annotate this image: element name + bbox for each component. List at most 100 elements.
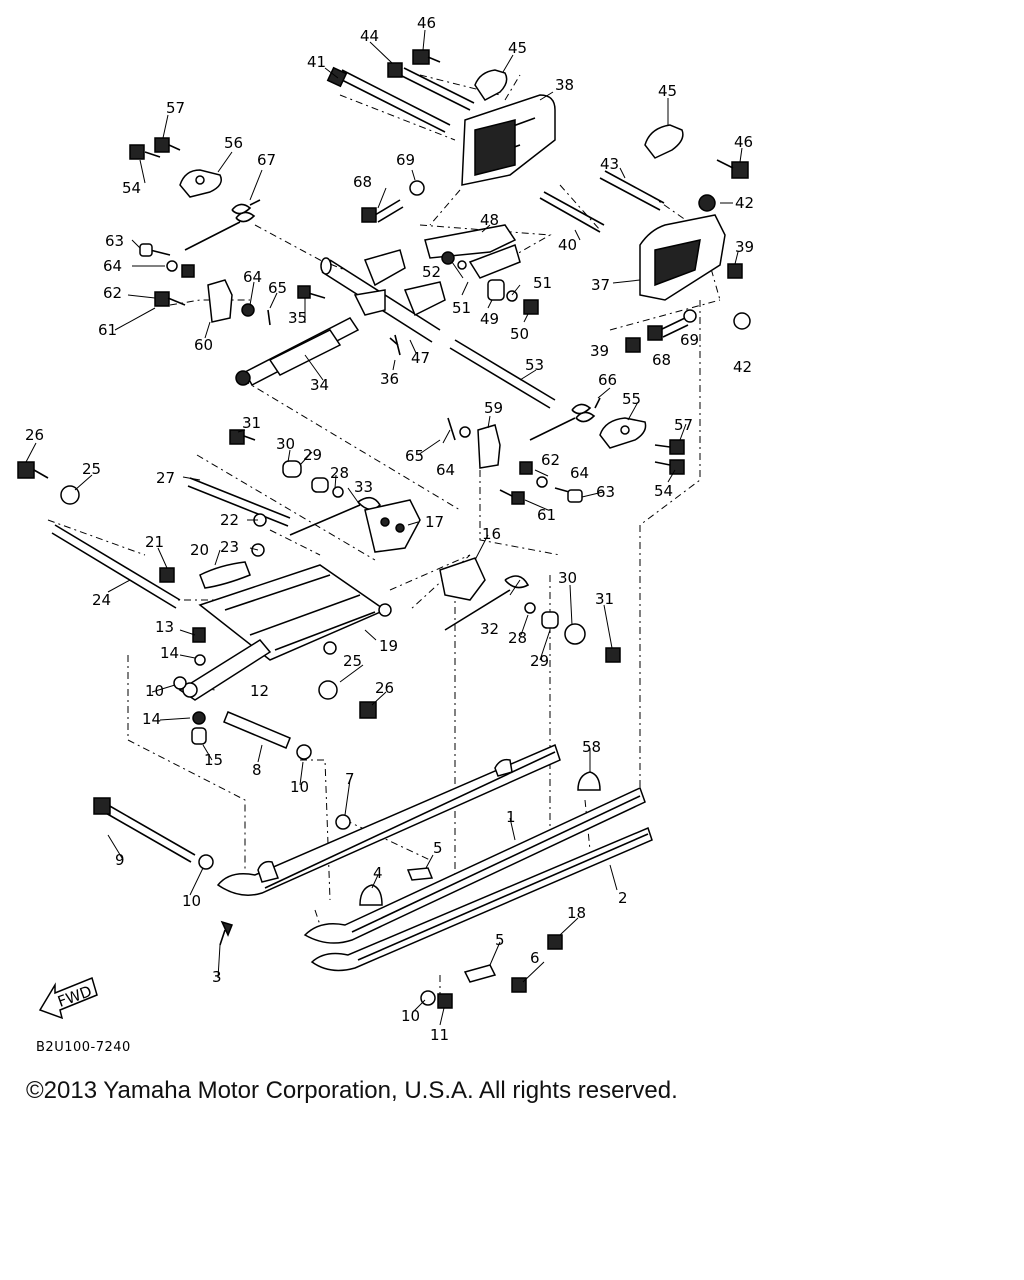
part-label: 62: [103, 284, 122, 302]
part-label: 46: [417, 14, 436, 32]
parts-diagram: FWD 46 44 45 41 38 45 57 46 56 67 69 43 …: [17, 14, 754, 1040]
part-label: 7: [345, 770, 355, 788]
part-label: 68: [652, 351, 671, 369]
part-label: 32: [480, 620, 499, 638]
bumper-4: [359, 884, 383, 906]
part-label: 5: [495, 931, 505, 949]
part-label: 68: [353, 173, 372, 191]
part-label: 57: [166, 99, 185, 117]
part-labels: 46 44 45 41 38 45 57 46 56 67 69 43 54 6…: [25, 14, 754, 1040]
bracket-59: [477, 424, 501, 469]
part-label: 33: [354, 478, 373, 496]
part-label: 19: [379, 637, 398, 655]
part-label: 27: [156, 469, 175, 487]
part-label: 50: [510, 325, 529, 343]
part-label: 23: [220, 538, 239, 556]
cap-45: [474, 69, 508, 101]
part-label: 20: [190, 541, 209, 559]
part-label: 56: [224, 134, 243, 152]
part-label: 44: [360, 27, 379, 45]
part-label: 64: [243, 268, 262, 286]
part-label: 25: [343, 652, 362, 670]
part-label: 54: [122, 179, 141, 197]
part-label: 67: [257, 151, 276, 169]
part-label: 2: [618, 889, 628, 907]
part-label: 21: [145, 533, 164, 551]
bracket-16: [439, 557, 486, 601]
bracket-60: [207, 279, 233, 323]
shaft-8: [223, 711, 291, 749]
part-label: 31: [242, 414, 261, 432]
leader-lines: [25, 29, 743, 1026]
part-label: 64: [103, 257, 122, 275]
part-label: 14: [160, 644, 179, 662]
part-label: 40: [558, 236, 577, 254]
bolt-68-right: [659, 317, 689, 338]
part-label: 10: [401, 1007, 420, 1025]
part-label: 60: [194, 336, 213, 354]
part-label: 63: [596, 483, 615, 501]
bolt-9: [103, 804, 196, 863]
part-label: 10: [145, 682, 164, 700]
diagram-code: B2U100-7240: [36, 1040, 131, 1055]
part-label: 39: [590, 342, 609, 360]
part-label: 16: [482, 525, 501, 543]
spring-66: [529, 397, 601, 441]
part-label: 62: [541, 451, 560, 469]
part-label: 4: [373, 864, 383, 882]
part-label: 28: [330, 464, 349, 482]
spring-32: [444, 575, 530, 631]
part-label: 29: [303, 446, 322, 464]
part-label: 43: [600, 155, 619, 173]
part-label: 42: [735, 194, 754, 212]
left-upper-parts: [129, 137, 271, 326]
part-label: 34: [310, 376, 329, 394]
rail-right-1: [303, 786, 646, 944]
part-label: 66: [598, 371, 617, 389]
part-label: 13: [155, 618, 174, 636]
part-label: 30: [276, 435, 295, 453]
shaft-40: [539, 191, 605, 233]
part-label: 26: [25, 426, 44, 444]
part-label: 65: [405, 447, 424, 465]
part-label: 31: [595, 590, 614, 608]
part-label: 10: [182, 892, 201, 910]
part-label: 54: [654, 482, 673, 500]
part-label: 11: [430, 1026, 449, 1040]
part-label: 64: [436, 461, 455, 479]
part-label: 52: [422, 263, 441, 281]
part-label: 53: [525, 356, 544, 374]
part-label: 45: [658, 82, 677, 100]
part-label: 46: [734, 133, 753, 151]
shaft-53: [449, 339, 556, 409]
part-label: 64: [570, 464, 589, 482]
bumper-58: [577, 771, 601, 791]
part-label: 61: [98, 321, 117, 339]
part-label: 15: [204, 751, 223, 769]
part-label: 57: [674, 416, 693, 434]
part-label: 26: [375, 679, 394, 697]
part-label: 35: [288, 309, 307, 327]
part-label: 47: [411, 349, 430, 367]
copyright-notice: ©2013 Yamaha Motor Corporation, U.S.A. A…: [26, 1077, 678, 1104]
part-label: 63: [105, 232, 124, 250]
part-label: 18: [567, 904, 586, 922]
part-label: 49: [480, 310, 499, 328]
rail-left: [216, 743, 561, 896]
block-17: [364, 499, 421, 553]
link-48: [424, 224, 517, 259]
part-label: 61: [537, 506, 556, 524]
part-label: 37: [591, 276, 610, 294]
part-label: 17: [425, 513, 444, 531]
shaft-24: [51, 524, 181, 609]
upper-assembly: [326, 49, 751, 353]
part-label: 29: [530, 652, 549, 670]
part-label: 58: [582, 738, 601, 756]
part-label: 5: [433, 839, 443, 857]
part-label: 1: [506, 808, 516, 826]
part-label: 55: [622, 390, 641, 408]
part-label: 22: [220, 511, 239, 529]
part-label: 48: [480, 211, 499, 229]
shaft-27: [187, 477, 291, 527]
part-label: 14: [142, 710, 161, 728]
